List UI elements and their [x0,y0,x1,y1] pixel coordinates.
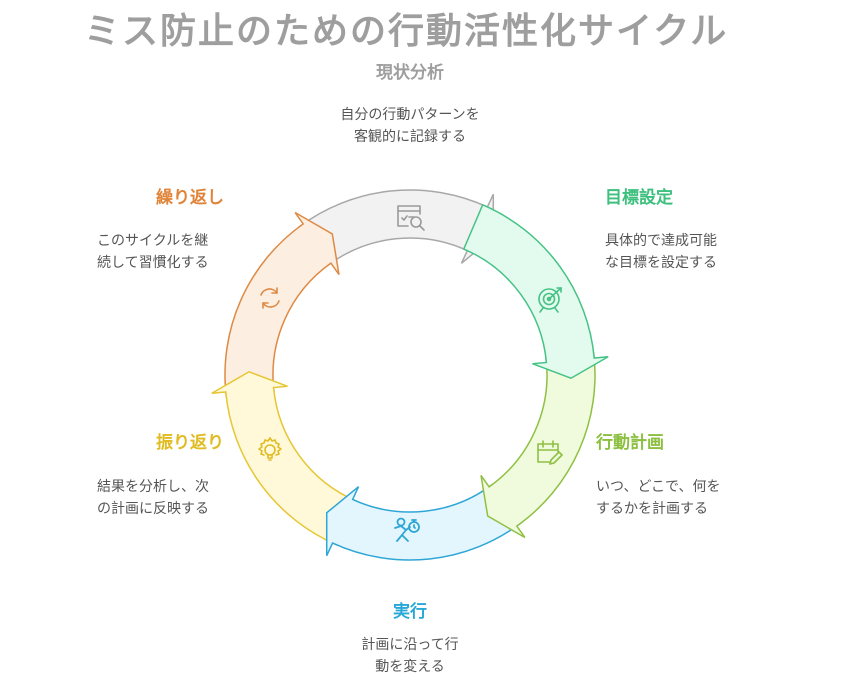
report-search-icon [397,205,425,231]
desc-line: いつ、どこで、何を [596,479,721,495]
stage-title-repeat: 繰り返し [156,188,224,208]
desc-line: 具体的で達成可能 [605,233,717,249]
desc-line: 動を変える [375,659,445,675]
target-icon [538,287,562,313]
arrow-segment-goal [462,203,609,380]
stage-desc-plan: いつ、どこで、何を するかを計画する [596,476,720,520]
stage-desc-review: 結果を分析し、次 の計画に反映する [97,476,209,520]
desc-line: 自分の行動パターンを [340,107,480,123]
desc-line: 結果を分析し、次 [97,479,209,495]
calendar-edit-icon [537,440,563,465]
arrow-segment-repeat [224,211,340,398]
desc-line: このサイクルを継 [97,233,209,249]
desc-line: するかを計画する [596,501,708,517]
stage-title-goal: 目標設定 [605,188,673,208]
stage-title-review: 振り返り [156,433,224,453]
stage-desc-repeat: このサイクルを継 続して習慣化する [97,230,209,274]
diagram-title: ミス防止のための行動活性化サイクル [84,11,729,52]
desc-line: 客観的に記録する [354,129,466,145]
stage-desc-analysis: 自分の行動パターンを 客観的に記録する [310,104,510,148]
lightbulb-gear-icon [258,437,282,461]
stage-title-analysis: 現状分析 [376,63,444,83]
stage-desc-execute: 計画に沿って行 動を変える [310,634,510,678]
desc-line: 続して習慣化する [97,255,209,271]
stage-title-execute: 実行 [393,602,427,622]
stage-desc-goal: 具体的で達成可能 な目標を設定する [605,230,717,274]
stage-title-plan: 行動計画 [596,433,664,453]
desc-line: 計画に沿って行 [361,637,459,653]
desc-line: な目標を設定する [605,255,717,271]
refresh-icon [260,287,280,309]
running-timer-icon [394,517,420,542]
desc-line: の計画に反映する [97,501,209,517]
arrow-segment-execute [325,483,523,561]
arrow-segment-review [211,370,358,547]
